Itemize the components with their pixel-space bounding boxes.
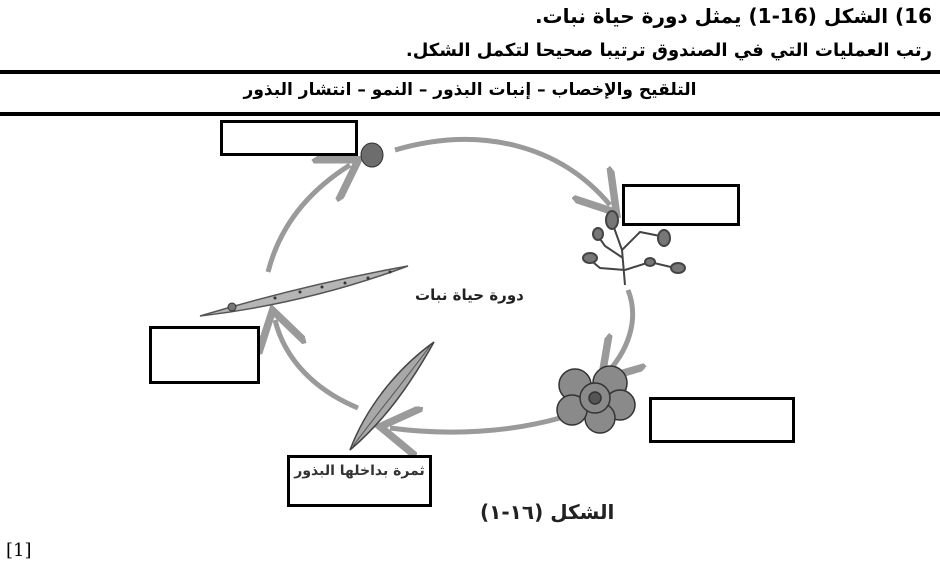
arrow-fruit-to-pod	[275, 320, 359, 411]
answer-box-flower[interactable]	[649, 397, 795, 443]
seed-icon	[360, 142, 384, 168]
arrow-pod-to-seed	[265, 165, 350, 273]
answer-box-sprout[interactable]	[622, 184, 740, 226]
figure-caption: الشكل (١٦-١)	[480, 500, 615, 524]
word-box-top-border	[0, 70, 940, 74]
answer-box-seed[interactable]	[220, 120, 358, 156]
arrow-flower-to-fruit	[390, 418, 561, 432]
marks-label: [1]	[6, 540, 32, 561]
word-box-bottom-border	[0, 112, 940, 116]
word-box-text: التلقيح والإخصاب – إنبات البذور – النمو …	[243, 80, 697, 100]
seed-pod-icon	[199, 265, 409, 317]
question-instruction: رتب العمليات التي في الصندوق ترتيبا صحيح…	[405, 40, 932, 61]
question-title: 16) الشكل (16-1) يمثل دورة حياة نبات.	[534, 4, 932, 28]
seedling-icon	[582, 210, 686, 286]
arrow-sprout-to-flower	[608, 289, 633, 372]
fruit-icon	[349, 341, 435, 451]
flower-icon	[556, 365, 636, 434]
diagram-center-label: دورة حياة نبات	[415, 286, 524, 304]
fruit-label: ثمرة بداخلها البذور	[287, 455, 432, 507]
arrow-seed-to-sprout	[394, 137, 610, 205]
answer-box-pod[interactable]	[149, 326, 260, 384]
